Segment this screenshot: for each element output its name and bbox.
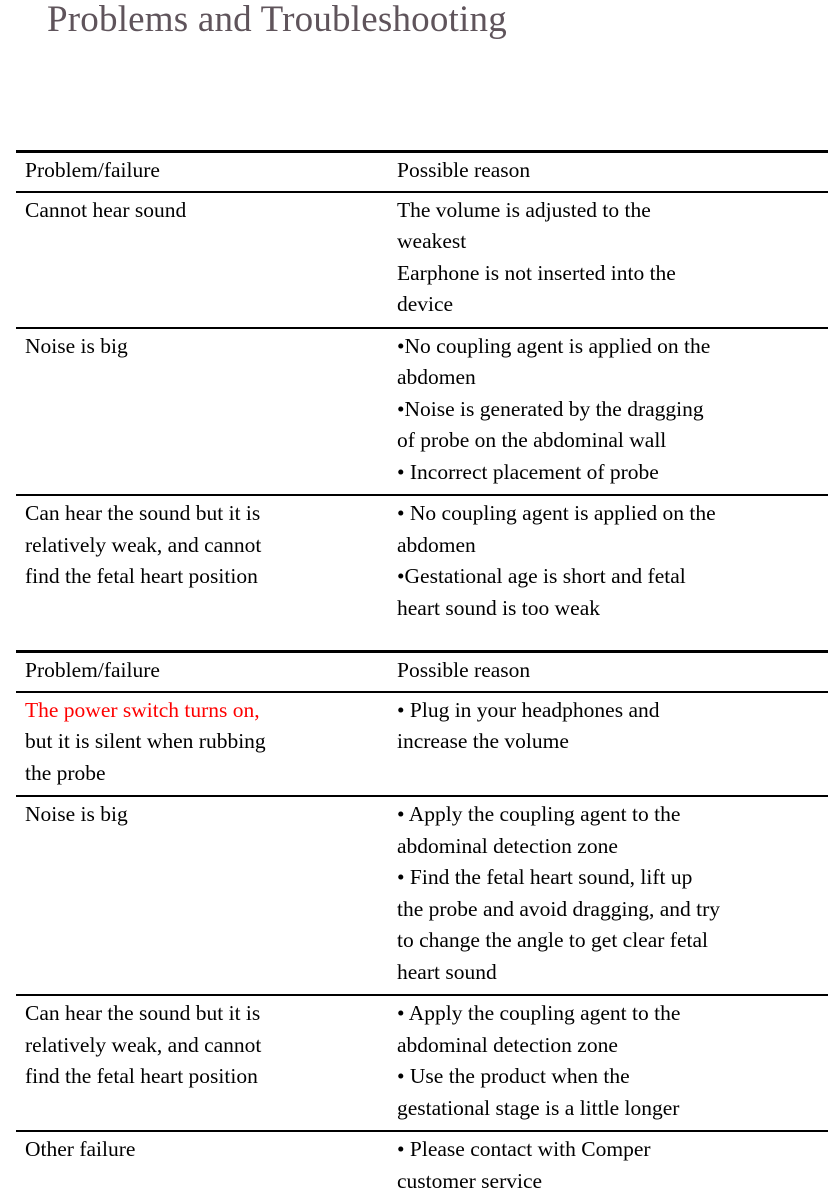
text-line: •Noise is generated by the dragging (397, 396, 704, 421)
table-row: The power switch turns on, but it is sil… (16, 690, 828, 796)
table-row: Cannot hear sound The volume is adjusted… (16, 190, 828, 328)
header-label: Possible reason (397, 158, 531, 182)
column-header-problem: Problem/failure (16, 650, 388, 693)
text-line: • No coupling agent is applied on the (397, 501, 716, 525)
text-line: •Gestational age is short and fetal (397, 564, 686, 588)
cell-problem: Cannot hear sound (16, 190, 388, 328)
text-line: Noise is big (25, 333, 128, 358)
header-label: Problem/failure (25, 658, 160, 682)
cell-problem: Noise is big (16, 795, 388, 995)
text-line: heart sound (397, 959, 497, 984)
text-line: abdominal detection zone (397, 833, 618, 858)
text-line: Can hear the sound but it is (25, 1001, 261, 1025)
text-line: weakest (397, 229, 467, 253)
cell-problem: Other failure (16, 1130, 388, 1203)
text-line: Can hear the sound but it is (25, 501, 261, 525)
cell-reason: The volume is adjusted to the weakest Ea… (388, 190, 828, 328)
cell-reason: • Apply the coupling agent to the abdomi… (388, 795, 828, 995)
column-header-reason: Possible reason (388, 150, 828, 193)
text-line: abdominal detection zone (397, 1032, 618, 1057)
text-line: but it is silent when rubbing (25, 729, 266, 753)
text-line: device (397, 292, 454, 316)
cell-reason: • No coupling agent is applied on the ab… (388, 494, 828, 630)
column-header-reason: Possible reason (388, 650, 828, 693)
cell-problem: Can hear the sound but it is relatively … (16, 994, 388, 1131)
text-line: abdomen (397, 365, 476, 389)
text-line: Noise is big (25, 802, 128, 826)
highlighted-text-line: The power switch turns on, (25, 697, 260, 722)
text-line: • Apply the coupling agent to the (397, 802, 681, 826)
table-row: Can hear the sound but it is relatively … (16, 494, 828, 630)
table-row: Can hear the sound but it is relatively … (16, 994, 828, 1131)
cell-problem: Noise is big (16, 326, 388, 495)
text-line: customer service (397, 1168, 543, 1193)
text-line: abdomen (397, 532, 476, 557)
table-header-row: Problem/failure Possible reason (16, 150, 828, 193)
cell-reason: • Please contact with Comper customer se… (388, 1130, 828, 1203)
text-line: find the fetal heart position (25, 564, 258, 588)
document-page: Problems and Troubleshooting Problem/fai… (16, 0, 828, 1203)
table-header-row: Problem/failure Possible reason (16, 650, 828, 693)
table-row: Noise is big •No coupling agent is appli… (16, 326, 828, 495)
text-line: • Apply the coupling agent to the (397, 1001, 681, 1025)
text-line: Earphone is not inserted into the (397, 260, 676, 285)
troubleshooting-table-1: Problem/failure Possible reason Cannot h… (16, 150, 828, 630)
text-line: •No coupling agent is applied on the (397, 333, 711, 358)
cell-problem: Can hear the sound but it is relatively … (16, 494, 388, 630)
text-line: relatively weak, and cannot (25, 1032, 262, 1057)
cell-reason: • Plug in your headphones and increase t… (388, 690, 828, 796)
text-line: • Incorrect placement of probe (397, 459, 659, 484)
cell-reason: •No coupling agent is applied on the abd… (388, 326, 828, 495)
cell-reason: • Apply the coupling agent to the abdomi… (388, 994, 828, 1131)
text-line: the probe and avoid dragging, and try (397, 896, 721, 921)
text-line: Cannot hear sound (25, 197, 187, 222)
table-row: Noise is big • Apply the coupling agent … (16, 795, 828, 995)
text-line: • Use the product when the (397, 1064, 630, 1088)
table-row: Other failure • Please contact with Comp… (16, 1130, 828, 1203)
text-line: increase the volume (397, 729, 569, 753)
text-line: of probe on the abdominal wall (397, 428, 667, 452)
page-title: Problems and Troubleshooting (47, 0, 507, 40)
text-line: Other failure (25, 1137, 136, 1161)
header-label: Problem/failure (25, 158, 160, 182)
text-line: • Plug in your headphones and (397, 697, 660, 722)
text-line: • Find the fetal heart sound, lift up (397, 865, 693, 889)
text-line: • Please contact with Comper (397, 1137, 651, 1161)
header-label: Possible reason (397, 658, 531, 682)
text-line: find the fetal heart position (25, 1064, 258, 1088)
column-header-problem: Problem/failure (16, 150, 388, 193)
text-line: gestational stage is a little longer (397, 1095, 680, 1120)
text-line: the probe (25, 760, 106, 785)
text-line: heart sound is too weak (397, 595, 601, 620)
text-line: The volume is adjusted to the (397, 197, 651, 222)
cell-problem: The power switch turns on, but it is sil… (16, 690, 388, 796)
troubleshooting-table-2: Problem/failure Possible reason The powe… (16, 650, 828, 1203)
text-line: to change the angle to get clear fetal (397, 928, 708, 952)
text-line: relatively weak, and cannot (25, 532, 262, 557)
